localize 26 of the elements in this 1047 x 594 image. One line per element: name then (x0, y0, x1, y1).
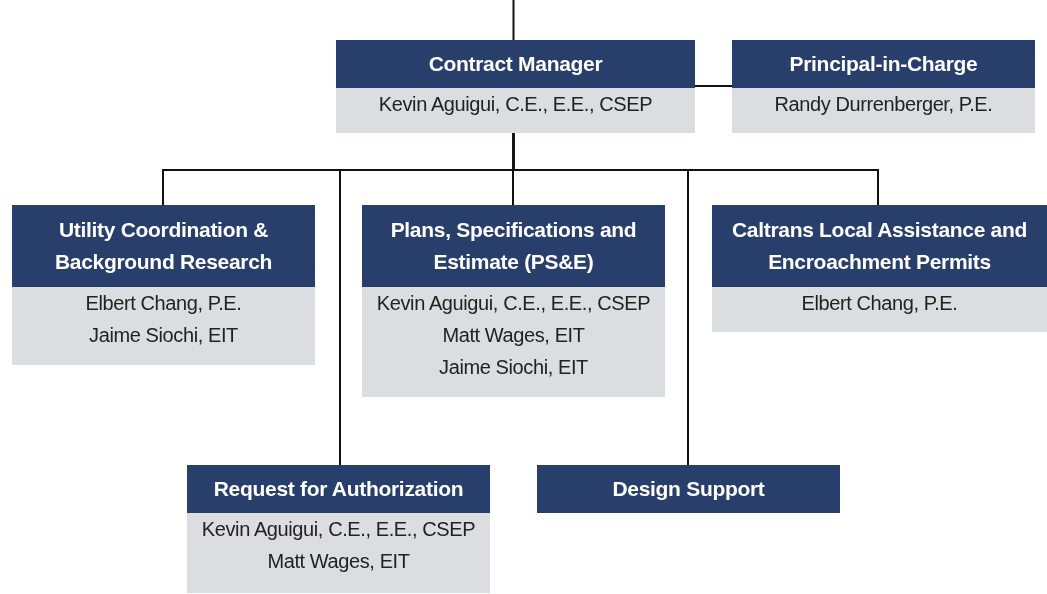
card-header: Plans, Specifications and Estimate (PS&E) (362, 205, 665, 287)
connector-line (512, 0, 515, 41)
person-name: Randy Durrenberger, P.E. (774, 92, 993, 117)
connector-line (512, 132, 689, 466)
card-header: Design Support (537, 465, 840, 513)
person-name: Matt Wages, EIT (267, 549, 410, 574)
person-name: Kevin Aguigui, C.E., E.E., CSEP (201, 517, 476, 542)
card-header: Contract Manager (336, 40, 695, 88)
person-name: Kevin Aguigui, C.E., E.E., CSEP (378, 92, 653, 117)
person-name: Jaime Siochi, EIT (89, 323, 238, 348)
card-header: Principal-in-Charge (732, 40, 1035, 88)
connector-line (694, 85, 733, 87)
card-header: Caltrans Local Assistance and Encroachment Permits (712, 205, 1047, 287)
org-card (187, 465, 490, 593)
org-card (362, 205, 665, 397)
org-card (336, 40, 695, 133)
org-card (712, 205, 1047, 332)
org-card (732, 40, 1035, 133)
card-header: Utility Coordination & Background Research (12, 205, 315, 287)
person-name: Kevin Aguigui, C.E., E.E., CSEP (376, 291, 651, 316)
person-name: Elbert Chang, P.E. (801, 291, 958, 316)
person-name: Elbert Chang, P.E. (85, 291, 242, 316)
org-card (12, 205, 315, 365)
card-header: Request for Authorization (187, 465, 490, 513)
person-name: Jaime Siochi, EIT (439, 355, 588, 380)
person-name: Matt Wages, EIT (442, 323, 585, 348)
